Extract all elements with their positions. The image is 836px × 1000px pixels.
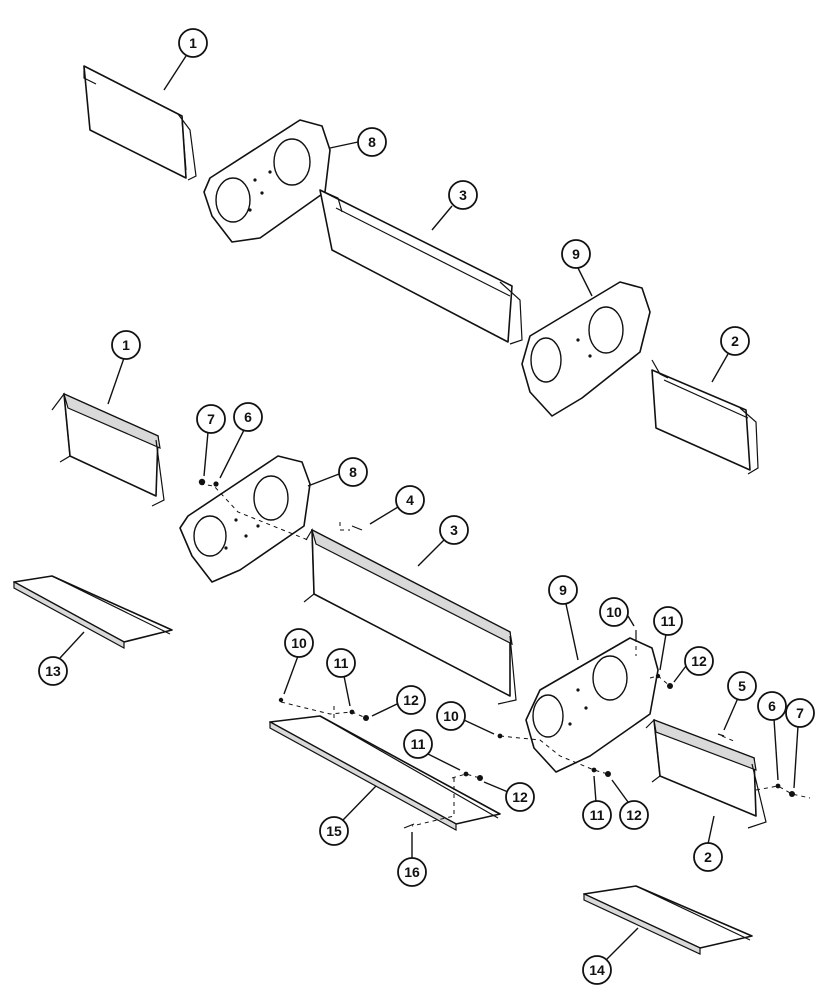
svg-text:12: 12 bbox=[626, 807, 642, 823]
part-3-upper bbox=[319, 189, 523, 345]
callout-5: 5 bbox=[723, 671, 757, 731]
callout-14: 14 bbox=[582, 927, 639, 985]
svg-text:10: 10 bbox=[606, 604, 622, 620]
callout-3-upper: 3 bbox=[431, 180, 478, 231]
svg-text:3: 3 bbox=[459, 187, 467, 203]
part-13-tray bbox=[13, 575, 173, 650]
svg-text:11: 11 bbox=[411, 736, 426, 752]
svg-text:1: 1 bbox=[189, 35, 197, 51]
callout-2-upper: 2 bbox=[711, 326, 750, 383]
callout-8-lower: 8 bbox=[307, 457, 368, 487]
assembly-lines bbox=[199, 483, 811, 827]
svg-text:10: 10 bbox=[443, 708, 459, 724]
svg-text:5: 5 bbox=[738, 678, 746, 694]
callout-12-upper-right: 12 bbox=[673, 646, 714, 683]
callout-15: 15 bbox=[319, 785, 377, 846]
callout-10-center: 10 bbox=[436, 701, 495, 735]
svg-text:2: 2 bbox=[731, 333, 739, 349]
svg-text:12: 12 bbox=[403, 692, 419, 708]
svg-text:4: 4 bbox=[406, 492, 414, 508]
svg-text:9: 9 bbox=[572, 246, 580, 262]
callout-6-upper: 6 bbox=[219, 402, 263, 479]
part-14-tray bbox=[583, 885, 753, 955]
part-15-tray bbox=[269, 715, 501, 832]
svg-text:3: 3 bbox=[450, 522, 458, 538]
part-9-lower bbox=[525, 637, 659, 773]
callout-2-lower: 2 bbox=[693, 815, 723, 872]
svg-text:12: 12 bbox=[691, 653, 707, 669]
callout-7-upper: 7 bbox=[196, 404, 226, 477]
svg-text:14: 14 bbox=[589, 962, 605, 978]
svg-text:8: 8 bbox=[349, 464, 357, 480]
svg-text:6: 6 bbox=[244, 409, 252, 425]
callout-3-lower: 3 bbox=[417, 515, 469, 567]
callout-12-lower-center: 12 bbox=[611, 779, 649, 830]
callout-1-lower: 1 bbox=[107, 330, 141, 405]
part-3-lower bbox=[303, 527, 517, 705]
callout-12-center: 12 bbox=[483, 781, 535, 812]
part-1-upper bbox=[83, 65, 197, 181]
svg-text:6: 6 bbox=[768, 698, 776, 714]
part-2-upper bbox=[651, 359, 759, 475]
callout-11-upper-right: 11 bbox=[653, 606, 683, 671]
part-2-lower bbox=[645, 718, 767, 829]
callout-13: 13 bbox=[38, 631, 85, 686]
callout-7-right: 7 bbox=[785, 698, 815, 789]
svg-text:15: 15 bbox=[326, 823, 342, 839]
callout-1-upper: 1 bbox=[163, 28, 208, 91]
svg-text:9: 9 bbox=[559, 582, 567, 598]
svg-text:16: 16 bbox=[404, 864, 420, 880]
svg-text:7: 7 bbox=[796, 705, 804, 721]
callout-16: 16 bbox=[397, 832, 427, 887]
svg-text:10: 10 bbox=[291, 635, 307, 651]
part-1-lower bbox=[51, 392, 165, 507]
callout-11-lower-center: 11 bbox=[582, 775, 612, 830]
svg-text:11: 11 bbox=[590, 807, 605, 823]
svg-text:13: 13 bbox=[45, 663, 61, 679]
svg-text:11: 11 bbox=[334, 655, 349, 671]
svg-text:7: 7 bbox=[207, 411, 215, 427]
callout-10-left: 10 bbox=[283, 628, 314, 695]
svg-text:8: 8 bbox=[368, 134, 376, 150]
callout-10-upper-right: 10 bbox=[599, 597, 635, 627]
svg-text:12: 12 bbox=[512, 789, 528, 805]
part-9-upper bbox=[521, 281, 651, 417]
callout-12-left: 12 bbox=[371, 685, 426, 717]
callout-6-right: 6 bbox=[757, 691, 787, 781]
svg-text:1: 1 bbox=[122, 337, 130, 353]
hardware bbox=[198, 478, 795, 829]
callout-4: 4 bbox=[369, 485, 425, 525]
svg-text:11: 11 bbox=[661, 613, 676, 629]
callout-8-upper: 8 bbox=[329, 127, 387, 157]
svg-text:2: 2 bbox=[704, 849, 712, 865]
callout-11-left: 11 bbox=[326, 648, 356, 707]
callout-9-upper: 9 bbox=[561, 239, 593, 297]
callout-11-center: 11 bbox=[403, 729, 461, 771]
callout-9-lower: 9 bbox=[548, 575, 579, 661]
part-8-upper bbox=[203, 119, 331, 243]
part-8-lower bbox=[179, 455, 311, 583]
